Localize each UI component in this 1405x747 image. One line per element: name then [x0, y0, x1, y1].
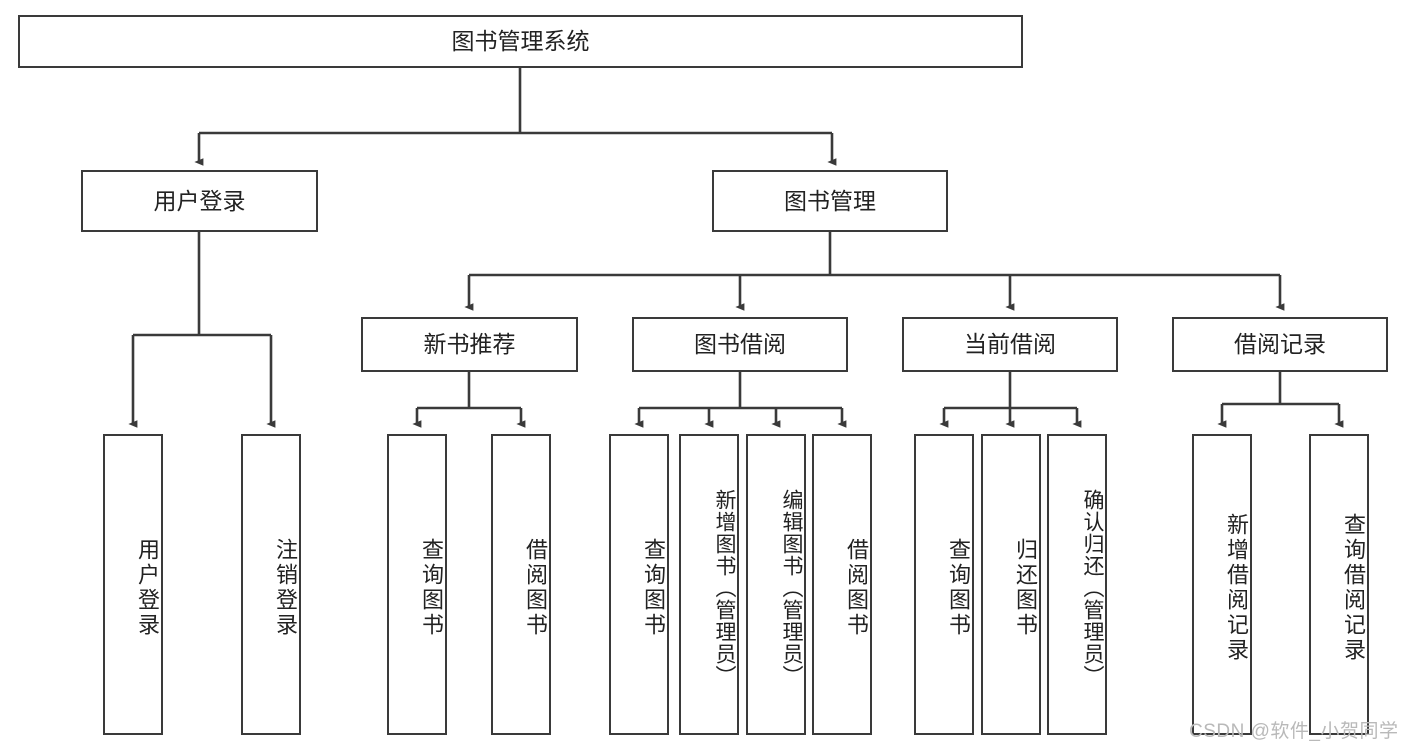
leaf-edit-book-admin[interactable]: 编辑图书（管理员）: [746, 434, 806, 735]
node-label: 新书推荐: [423, 331, 516, 358]
node-label: 当前借阅: [964, 331, 1056, 358]
leaf-logout[interactable]: 注销登录: [241, 434, 301, 735]
leaf-query-book-borrow[interactable]: 查询图书: [609, 434, 669, 735]
node-label: 注销登录: [273, 537, 298, 638]
watermark: CSDN @软件_小贺同学: [1189, 721, 1399, 742]
node-label: 图书借阅: [694, 331, 786, 358]
leaf-borrow-book[interactable]: 借阅图书: [812, 434, 872, 735]
node-new-book-recommend[interactable]: 新书推荐: [361, 317, 578, 372]
node-label: 确认归还（管理员）: [1081, 488, 1104, 687]
leaf-add-borrow-record[interactable]: 新增借阅记录: [1192, 434, 1252, 735]
node-label: 图书管理系统: [451, 28, 590, 55]
node-label: 新增借阅记录: [1224, 512, 1249, 663]
leaf-add-book-admin[interactable]: 新增图书（管理员）: [679, 434, 739, 735]
node-user-login[interactable]: 用户登录: [81, 170, 318, 232]
node-label: 查询图书: [641, 537, 666, 638]
leaf-borrow-book-recommend[interactable]: 借阅图书: [491, 434, 551, 735]
leaf-query-book-recommend[interactable]: 查询图书: [387, 434, 447, 735]
node-root-system[interactable]: 图书管理系统: [18, 15, 1023, 68]
leaf-query-borrow-record[interactable]: 查询借阅记录: [1309, 434, 1369, 735]
leaf-return-book[interactable]: 归还图书: [981, 434, 1041, 735]
node-book-management[interactable]: 图书管理: [712, 170, 948, 232]
node-label: 用户登录: [135, 537, 160, 638]
node-label: 借阅记录: [1234, 331, 1326, 358]
node-borrow-record[interactable]: 借阅记录: [1172, 317, 1388, 372]
node-label: 用户登录: [153, 187, 246, 214]
leaf-query-book-current[interactable]: 查询图书: [914, 434, 974, 735]
node-label: 查询图书: [946, 537, 971, 638]
node-current-borrow[interactable]: 当前借阅: [902, 317, 1118, 372]
node-label: 查询图书: [419, 537, 444, 638]
node-label: 借阅图书: [844, 537, 869, 638]
node-book-borrow[interactable]: 图书借阅: [632, 317, 848, 372]
leaf-user-login[interactable]: 用户登录: [103, 434, 163, 735]
node-label: 归还图书: [1013, 537, 1038, 638]
node-label: 图书管理: [784, 187, 876, 214]
node-label: 借阅图书: [523, 537, 548, 638]
node-label: 新增图书（管理员）: [713, 488, 736, 687]
leaf-confirm-return-admin[interactable]: 确认归还（管理员）: [1047, 434, 1107, 735]
node-label: 查询借阅记录: [1341, 512, 1366, 663]
node-label: 编辑图书（管理员）: [780, 488, 803, 687]
